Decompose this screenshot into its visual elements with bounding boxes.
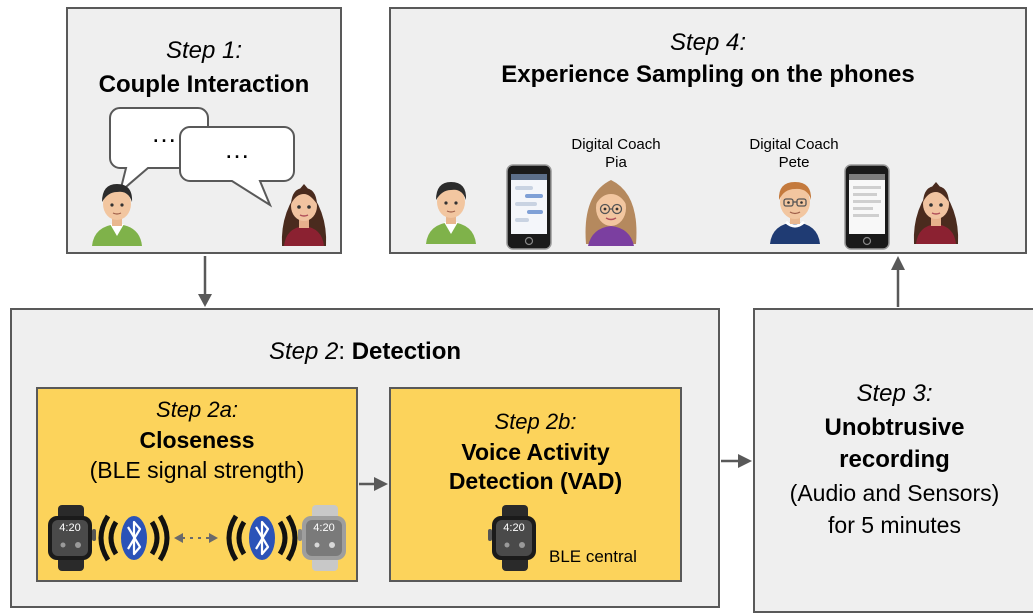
smartwatch-left-time: 4:20 <box>59 522 81 534</box>
woman-avatar-icon <box>281 184 327 246</box>
step2-label: Step 2 <box>268 338 339 365</box>
step1-label: Step 1: <box>165 37 243 64</box>
step2-separator: : <box>338 338 352 365</box>
man-avatar-icon <box>92 184 142 246</box>
bluetooth-signal-icon <box>226 514 298 562</box>
coach-pia-label: Digital Coach Pia <box>571 136 661 171</box>
smartphone-icon <box>844 164 890 250</box>
step3-detail-line1: (Audio and Sensors) <box>789 480 1000 506</box>
step2-heading: Step 2: Detection <box>12 338 718 366</box>
step4-label: Step 4: <box>669 29 747 56</box>
step3-title-line2: recording <box>839 446 950 473</box>
step2b-box: Step 2b: Voice Activity Detection (VAD) … <box>389 387 682 582</box>
bubble-left-ellipsis: … <box>151 118 177 148</box>
proximity-arrow-icon <box>174 533 218 543</box>
step2a-subtitle: (BLE signal strength) <box>89 457 305 483</box>
coach-pete-label: Digital Coach Pete <box>749 136 839 171</box>
smartwatch-2b-time: 4:20 <box>503 522 525 534</box>
bubble-right-ellipsis: … <box>224 134 250 164</box>
step4-title: Experience Sampling on the phones <box>501 61 915 88</box>
step2a-title: Closeness <box>139 427 255 453</box>
smartwatch-icon <box>298 505 346 571</box>
step2a-label: Step 2a: <box>156 397 238 422</box>
ble-central-label: BLE central <box>549 547 637 566</box>
digital-coach-pete-avatar-icon <box>770 182 820 244</box>
step3-box: Step 3: Unobtrusive recording (Audio and… <box>753 308 1033 613</box>
arrow-step2a-to-step2b <box>359 477 388 491</box>
arrow-step1-to-step2 <box>198 256 212 307</box>
woman-avatar-icon <box>913 182 959 244</box>
step2b-title-line2: Detection (VAD) <box>448 468 623 494</box>
smartwatch-icon <box>488 505 536 571</box>
speech-bubble-right <box>179 126 295 208</box>
step2-title: Detection <box>351 338 462 365</box>
arrow-step2-to-step3 <box>721 454 752 468</box>
digital-coach-pia-avatar-icon <box>585 180 637 246</box>
step3-label: Step 3: <box>856 380 933 407</box>
man-avatar-icon <box>426 182 476 244</box>
step3-detail-line2: for 5 minutes <box>828 512 961 538</box>
bluetooth-signal-icon <box>98 514 170 562</box>
smartwatch-right-time: 4:20 <box>313 522 335 534</box>
smartwatch-icon <box>48 505 96 571</box>
step2b-title-line1: Voice Activity <box>461 439 610 465</box>
arrow-step3-to-step4 <box>891 256 905 307</box>
step3-title-line1: Unobtrusive <box>824 414 965 441</box>
smartphone-icon <box>506 164 552 250</box>
step2b-label: Step 2b: <box>494 409 577 434</box>
step1-title: Couple Interaction <box>98 71 310 98</box>
